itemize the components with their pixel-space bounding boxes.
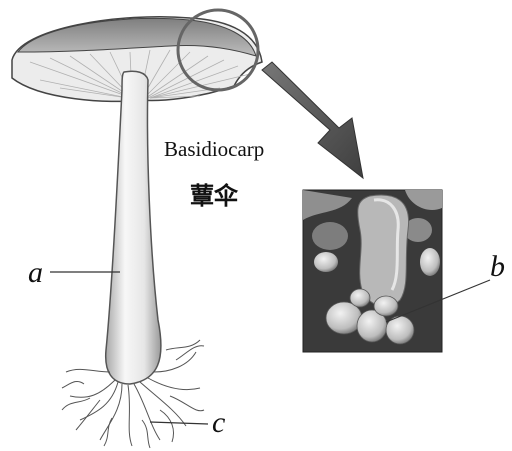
mushroom-stalk bbox=[106, 71, 161, 384]
label-a: a bbox=[28, 256, 43, 289]
label-c: c bbox=[212, 406, 225, 439]
micrograph-panel bbox=[303, 190, 442, 352]
caption-basidiocarp: Basidiocarp bbox=[164, 137, 264, 161]
zoom-arrow bbox=[262, 62, 363, 178]
caption-chinese: 蕈伞 bbox=[190, 182, 239, 210]
label-b: b bbox=[490, 250, 505, 283]
leader-line-c bbox=[150, 422, 208, 424]
